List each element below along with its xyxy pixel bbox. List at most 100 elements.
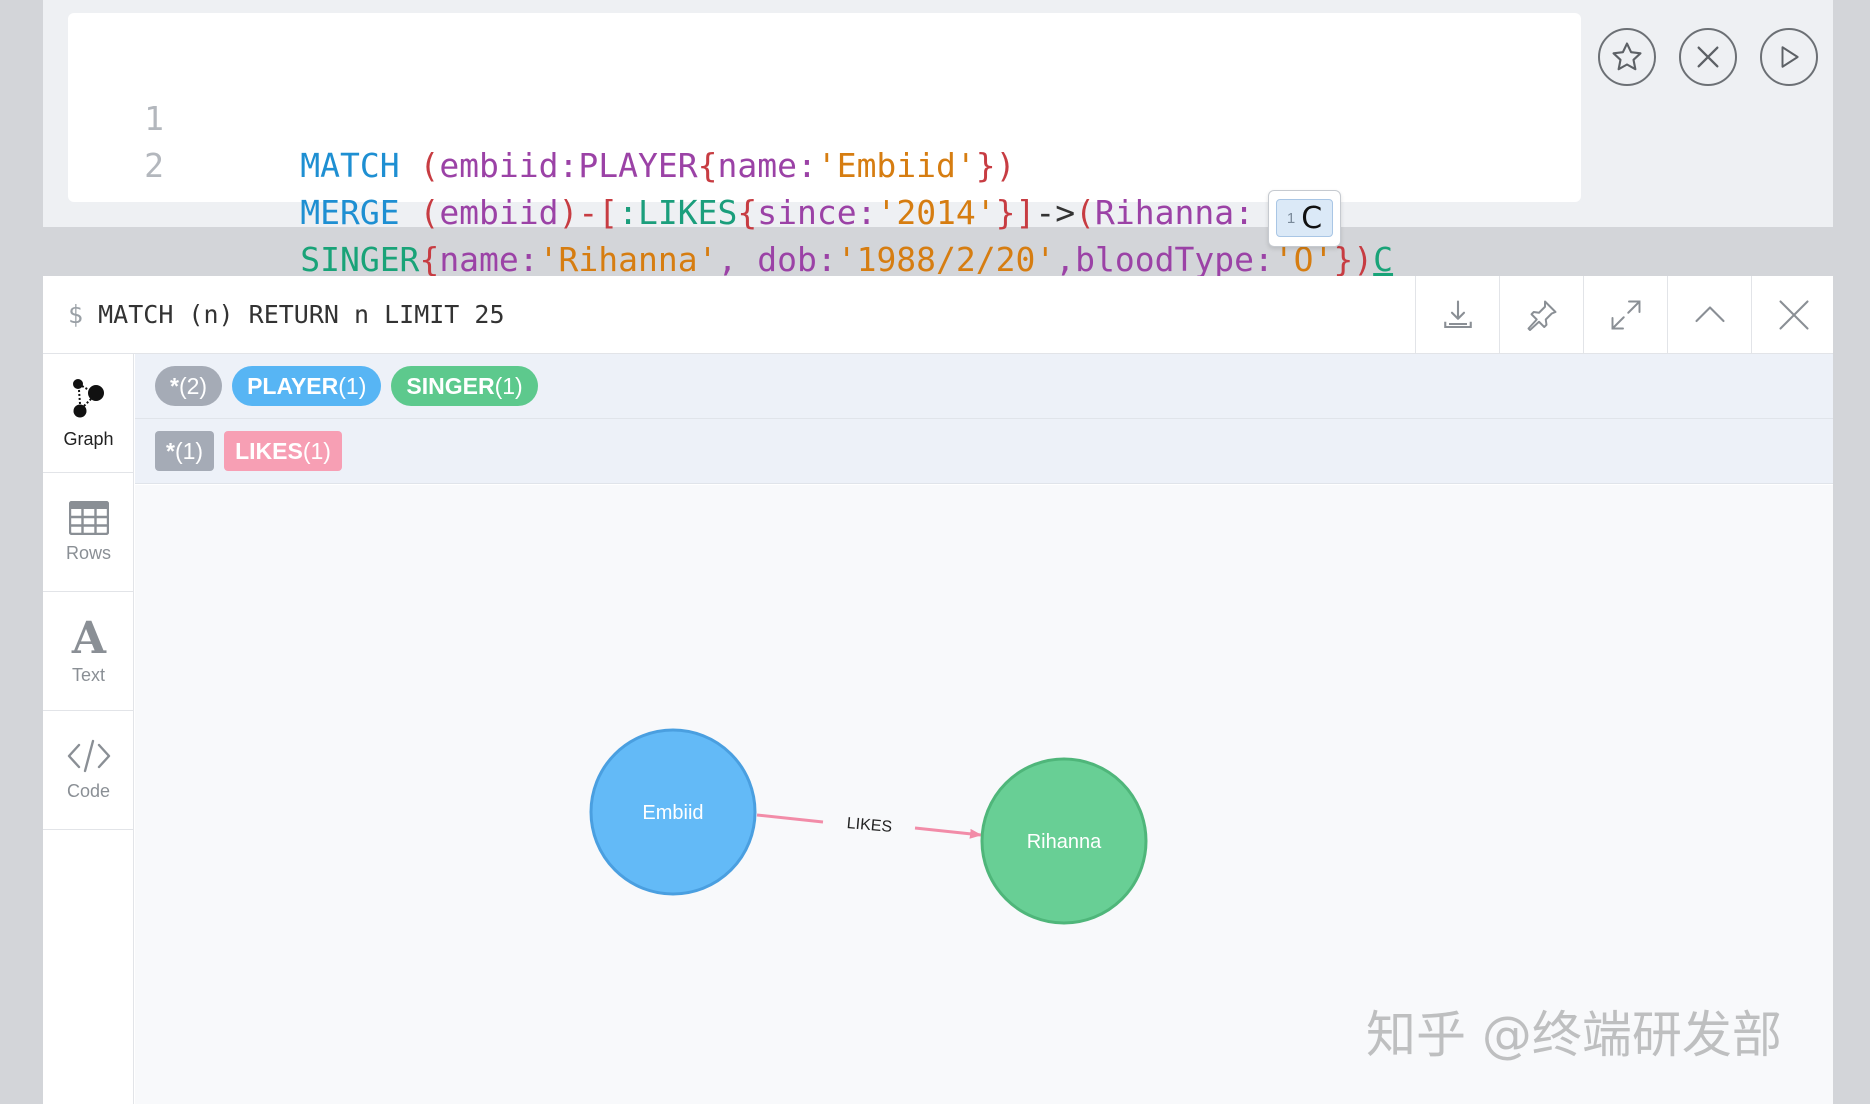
rel-tag-all[interactable]: *(1): [155, 431, 215, 471]
pill-count: (2): [178, 372, 208, 399]
tag-name: LIKES: [235, 437, 303, 464]
code-token: }]: [995, 193, 1036, 232]
svg-text:A: A: [70, 617, 106, 657]
node-rihanna[interactable]: Rihanna: [980, 757, 1148, 925]
code-token: {: [697, 146, 718, 185]
code-token: embiid: [439, 193, 559, 232]
code-line-2[interactable]: 2 MERGE (embiid)-[:LIKES{since:'2014'}]-…: [68, 95, 1581, 232]
relationship-type-legend: *(1) LIKES(1): [135, 419, 1833, 484]
code-icon: [67, 739, 110, 772]
label-pill-player[interactable]: PLAYER(1): [232, 366, 382, 406]
code-token: (: [1075, 193, 1096, 232]
node-circle[interactable]: [980, 757, 1148, 925]
result-header: $ MATCH (n) RETURN n LIMIT 25: [43, 276, 1833, 354]
code-token: ,: [717, 240, 758, 279]
code-token: ,: [1055, 240, 1076, 279]
code-token: {: [737, 193, 758, 232]
code-token: since:: [757, 193, 877, 232]
frame-query[interactable]: $ MATCH (n) RETURN n LIMIT 25: [68, 300, 505, 329]
watermark: 知乎 @终端研发部: [1366, 1006, 1782, 1064]
run-query-button[interactable]: [1760, 28, 1818, 86]
view-tab-label: Code: [66, 780, 111, 801]
code-token: SINGER: [300, 240, 420, 279]
code-token: }): [975, 146, 1016, 185]
code-token: name:: [439, 240, 539, 279]
prompt-symbol: $: [68, 300, 84, 329]
node-caption: Embiid: [642, 802, 703, 824]
close-frame-button[interactable]: [1751, 276, 1835, 354]
download-button[interactable]: [1415, 276, 1499, 354]
view-tab-text[interactable]: A Text: [43, 592, 134, 711]
code-token: '1988/2/20': [836, 240, 1056, 279]
code-token: bloodType:: [1075, 240, 1274, 279]
code-token: MATCH: [300, 146, 420, 185]
code-tokens: MATCH (embiid:PLAYER{name:'Embiid'}): [300, 146, 1015, 185]
pill-name: PLAYER: [247, 372, 339, 399]
label-pill-all[interactable]: *(2): [155, 366, 223, 406]
code-token: :PLAYER: [558, 146, 698, 185]
code-token: Rihanna:: [1095, 193, 1254, 232]
code-token: :LIKES: [618, 193, 738, 232]
node-embiid[interactable]: Embiid: [589, 728, 757, 896]
node-label-legend: *(2) PLAYER(1) SINGER(1): [135, 354, 1833, 419]
code-tokens: SINGER{name:'Rihanna', dob:'1988/2/20',b…: [300, 240, 1393, 279]
relationship-line-likes[interactable]: [756, 813, 824, 824]
code-line-2-wrapped[interactable]: SINGER{name:'Rihanna', dob:'1988/2/20',b…: [68, 142, 1581, 279]
view-tab-label: Text: [71, 664, 105, 685]
rel-tag-likes[interactable]: LIKES(1): [224, 431, 342, 471]
chevron-up-icon: [1694, 306, 1725, 323]
relationship-label: LIKES: [846, 815, 893, 836]
code-token: '2014': [876, 193, 996, 232]
autocomplete-suggestion[interactable]: 1 C: [1276, 199, 1333, 237]
tag-name: *: [166, 437, 175, 464]
view-tab-label: Graph: [63, 428, 114, 449]
download-icon: [1443, 300, 1472, 329]
pin-button[interactable]: [1499, 276, 1583, 354]
table-icon: [68, 500, 109, 535]
autocomplete-popup: 1 C: [1268, 190, 1341, 247]
code-token: }): [1333, 240, 1374, 279]
code-token: C: [1373, 240, 1394, 279]
code-editor[interactable]: 1 MATCH (embiid:PLAYER{name:'Embiid'}) 2…: [68, 13, 1581, 279]
node-circle[interactable]: [589, 728, 757, 896]
close-icon: [1697, 46, 1719, 68]
view-tab-label: Rows: [65, 542, 111, 563]
graph-canvas[interactable]: LIKES Embiid Rihanna: [135, 485, 1833, 1104]
text-icon: A: [70, 617, 106, 657]
close-icon: [1778, 300, 1809, 330]
code-token: dob:: [757, 240, 837, 279]
line-number: 1: [144, 99, 164, 138]
fullscreen-button[interactable]: [1583, 276, 1667, 354]
code-line-1[interactable]: 1 MATCH (embiid:PLAYER{name:'Embiid'}): [68, 48, 1581, 185]
code-token: ->: [1035, 193, 1076, 232]
view-tab-graph[interactable]: Graph: [43, 354, 134, 473]
pill-name: SINGER: [406, 372, 495, 399]
code-token: 'Embiid': [816, 146, 976, 185]
code-token: (: [419, 146, 440, 185]
code-tokens: MERGE (embiid)-[:LIKES{since:'2014'}]->(…: [300, 193, 1254, 232]
collapse-button[interactable]: [1667, 276, 1751, 354]
code-token: {: [419, 240, 440, 279]
view-tab-rows[interactable]: Rows: [43, 473, 134, 592]
query-editor-frame: 1 MATCH (embiid:PLAYER{name:'Embiid'}) 2…: [43, 0, 1833, 279]
play-icon: [1781, 46, 1799, 68]
code-token: 'Rihanna': [538, 240, 718, 279]
relationship-line-likes-arrow[interactable]: [914, 826, 982, 839]
pill-count: (1): [338, 372, 367, 399]
expand-icon: [1611, 300, 1640, 330]
clear-editor-button[interactable]: [1679, 28, 1737, 86]
code-token: name:: [717, 146, 817, 185]
tag-count: (1): [174, 437, 204, 464]
star-icon: [1612, 42, 1642, 71]
graph-icon: [72, 378, 104, 417]
view-tab-code[interactable]: Code: [43, 711, 134, 830]
label-pill-singer[interactable]: SINGER(1): [391, 366, 538, 406]
suggestion-count: 1: [1286, 209, 1296, 227]
frame-query-text: MATCH (n) RETURN n LIMIT 25: [98, 300, 505, 329]
graph-visualization[interactable]: LIKES Embiid Rihanna: [135, 485, 1833, 1104]
favorite-button[interactable]: [1598, 28, 1656, 86]
code-token: MERGE: [300, 193, 420, 232]
result-frame: $ MATCH (n) RETURN n LIMIT 25: [43, 276, 1833, 1104]
view-sidebar: Graph Rows A Text Code: [43, 354, 134, 1104]
code-token: embiid: [439, 146, 559, 185]
